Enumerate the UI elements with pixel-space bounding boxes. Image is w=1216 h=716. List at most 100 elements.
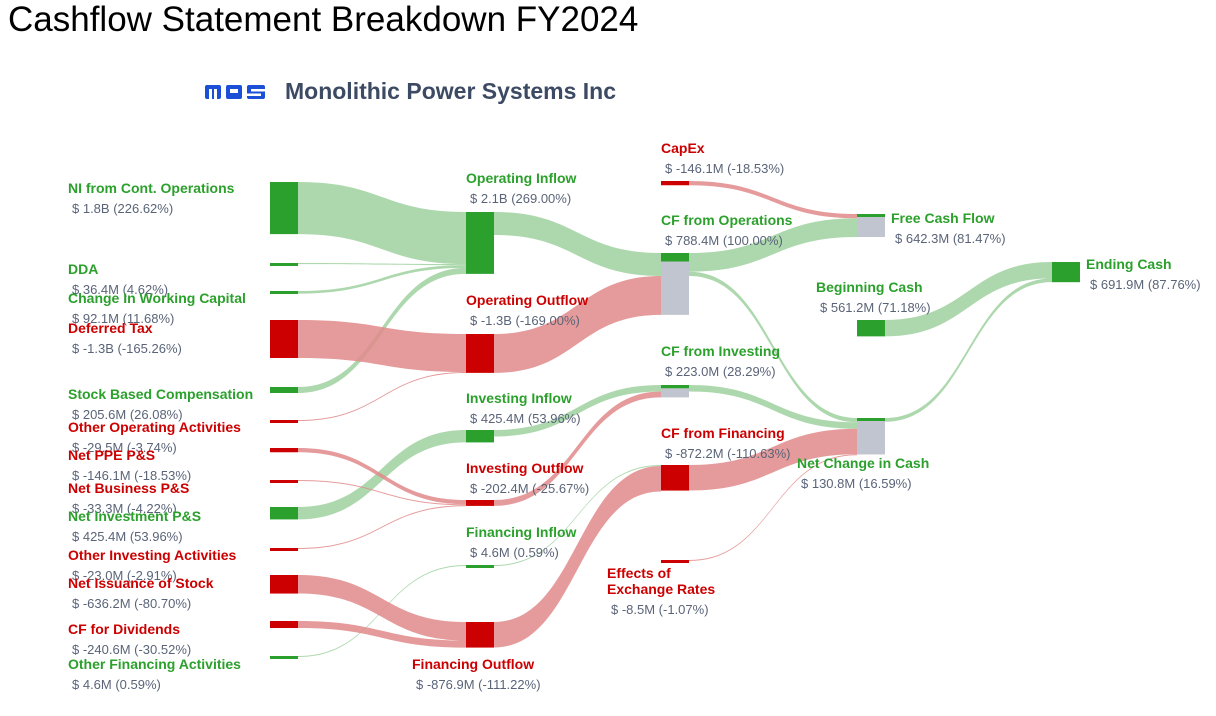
sankey-node-fx[interactable] bbox=[661, 560, 689, 563]
sankey-value-dda: $ 36.4M (4.62%) bbox=[72, 282, 168, 297]
sankey-node-fcf-offset bbox=[857, 217, 885, 237]
sankey-node-nis[interactable] bbox=[270, 575, 298, 594]
sankey-label-dtax: Deferred Tax bbox=[68, 320, 153, 336]
sankey-link-invout-cfi bbox=[494, 391, 661, 506]
sankey-value-dtax: $ -1.3B (-165.26%) bbox=[72, 341, 182, 356]
sankey-link-ppe-invout bbox=[298, 448, 466, 505]
sankey-value-cff: $ -872.2M (-110.63%) bbox=[665, 446, 791, 461]
sankey-link-nis-finout bbox=[298, 575, 466, 641]
sankey-node-nchg-offset bbox=[857, 421, 885, 455]
sankey-value-invin: $ 425.4M (53.96%) bbox=[470, 411, 581, 426]
sankey-value-beg: $ 561.2M (71.18%) bbox=[820, 300, 931, 315]
sankey-node-ppe[interactable] bbox=[270, 448, 298, 453]
sankey-node-finout[interactable] bbox=[466, 622, 494, 648]
sankey-link-nbus-invout bbox=[298, 480, 466, 506]
sankey-label-nis: Net Issuance of Stock bbox=[68, 575, 214, 591]
sankey-link-fx-nchg bbox=[689, 454, 857, 561]
sankey-node-opout[interactable] bbox=[466, 334, 494, 373]
sankey-value-opout: $ -1.3B (-169.00%) bbox=[470, 313, 580, 328]
sankey-label-finout: Financing Outflow bbox=[412, 656, 534, 672]
sankey-value-nbus: $ -33.3M (-4.22%) bbox=[72, 501, 177, 516]
sankey-node-dtax[interactable] bbox=[270, 320, 298, 359]
sankey-value-fx: $ -8.5M (-1.07%) bbox=[611, 602, 709, 617]
sankey-links bbox=[298, 181, 1052, 657]
sankey-node-cfo-offset bbox=[661, 261, 689, 315]
sankey-node-dda[interactable] bbox=[270, 263, 298, 266]
sankey-link-dda-opin bbox=[298, 263, 466, 266]
sankey-label-finin: Financing Inflow bbox=[466, 524, 577, 540]
sankey-label-ofa: Other Financing Activities bbox=[68, 656, 241, 672]
sankey-value-capex: $ -146.1M (-18.53%) bbox=[665, 161, 784, 176]
sankey-link-invin-cfi bbox=[494, 385, 661, 437]
sankey-label-cwc: Change In Working Capital bbox=[68, 290, 246, 306]
sankey-node-div[interactable] bbox=[270, 621, 298, 629]
sankey-label-div: CF for Dividends bbox=[68, 621, 180, 637]
sankey-node-invout[interactable] bbox=[466, 500, 494, 506]
sankey-node-beg[interactable] bbox=[857, 320, 885, 337]
sankey-value-nchg: $ 130.8M (16.59%) bbox=[801, 476, 912, 491]
sankey-value-invout: $ -202.4M (-25.67%) bbox=[470, 481, 589, 496]
sankey-label-ninv: Net Investment P&S bbox=[68, 508, 201, 524]
sankey-label-fcf: Free Cash Flow bbox=[891, 210, 995, 226]
sankey-link-cff-nchg bbox=[689, 428, 857, 491]
sankey-label-fx: Exchange Rates bbox=[607, 581, 715, 597]
sankey-link-cfo-nchg bbox=[689, 271, 857, 423]
sankey-link-cwc-opin bbox=[298, 265, 466, 294]
sankey-node-finin[interactable] bbox=[466, 565, 494, 568]
sankey-label-oia: Other Investing Activities bbox=[68, 547, 237, 563]
sankey-node-cfo[interactable] bbox=[661, 253, 689, 262]
sankey-node-nchg[interactable] bbox=[857, 418, 885, 421]
sankey-label-capex: CapEx bbox=[661, 140, 705, 156]
sankey-label-nchg: Net Change in Cash bbox=[797, 455, 929, 471]
sankey-link-finout-cff bbox=[494, 466, 661, 648]
sankey-node-fcf[interactable] bbox=[857, 214, 885, 217]
sankey-value-ninv: $ 425.4M (53.96%) bbox=[72, 529, 183, 544]
sankey-link-beg-end bbox=[885, 262, 1052, 337]
sankey-label-ooa: Other Operating Activities bbox=[68, 419, 241, 435]
sankey-node-ninv[interactable] bbox=[270, 507, 298, 520]
company-header: Monolithic Power Systems Inc bbox=[205, 78, 616, 105]
sankey-link-nchg-end bbox=[885, 278, 1052, 422]
page-title: Cashflow Statement Breakdown FY2024 bbox=[8, 0, 639, 39]
sankey-label-beg: Beginning Cash bbox=[816, 279, 923, 295]
sankey-node-nbus[interactable] bbox=[270, 480, 298, 483]
sankey-value-ofa: $ 4.6M (0.59%) bbox=[72, 677, 161, 692]
sankey-value-fcf: $ 642.3M (81.47%) bbox=[895, 231, 1006, 246]
sankey-label-fx: Effects of bbox=[607, 565, 671, 581]
sankey-value-sbc: $ 205.6M (26.08%) bbox=[72, 407, 183, 422]
sankey-link-oia-invout bbox=[298, 505, 466, 549]
sankey-value-ni: $ 1.8B (226.62%) bbox=[72, 201, 173, 216]
sankey-node-invin[interactable] bbox=[466, 430, 494, 443]
sankey-label-invout: Investing Outflow bbox=[466, 460, 584, 476]
sankey-link-capex-fcf bbox=[689, 181, 857, 219]
sankey-node-opin[interactable] bbox=[466, 212, 494, 274]
sankey-node-capex[interactable] bbox=[661, 181, 689, 186]
sankey-value-finout: $ -876.9M (-111.22%) bbox=[416, 677, 541, 692]
sankey-value-nis: $ -636.2M (-80.70%) bbox=[72, 596, 191, 611]
sankey-node-oia[interactable] bbox=[270, 548, 298, 551]
sankey-node-ni[interactable] bbox=[270, 182, 298, 235]
sankey-link-cfo-fcf bbox=[689, 218, 857, 272]
mps-logo-icon bbox=[205, 84, 265, 99]
sankey-label-cfo: CF from Operations bbox=[661, 212, 793, 228]
sankey-value-cfi: $ 223.0M (28.29%) bbox=[665, 364, 776, 379]
sankey-link-ni-opin bbox=[298, 182, 466, 265]
sankey-label-nbus: Net Business P&S bbox=[68, 480, 189, 496]
sankey-labels: NI from Cont. Operations$ 1.8B (226.62%)… bbox=[68, 140, 1201, 692]
sankey-link-opout-cfo bbox=[494, 276, 661, 373]
sankey-label-opin: Operating Inflow bbox=[466, 170, 577, 186]
sankey-label-cfi: CF from Investing bbox=[661, 343, 780, 359]
sankey-node-ofa[interactable] bbox=[270, 656, 298, 659]
sankey-node-cfi-offset bbox=[661, 388, 689, 398]
sankey-link-opin-cfo bbox=[494, 212, 661, 276]
sankey-link-cfi-nchg bbox=[689, 385, 857, 429]
sankey-node-ooa[interactable] bbox=[270, 420, 298, 423]
sankey-node-end[interactable] bbox=[1052, 262, 1080, 283]
sankey-node-sbc[interactable] bbox=[270, 387, 298, 393]
sankey-node-cwc[interactable] bbox=[270, 291, 298, 294]
sankey-value-cwc: $ 92.1M (11.68%) bbox=[72, 311, 174, 326]
sankey-value-finin: $ 4.6M (0.59%) bbox=[470, 545, 559, 560]
sankey-node-cfi[interactable] bbox=[661, 385, 689, 389]
sankey-node-cff[interactable] bbox=[661, 465, 689, 491]
